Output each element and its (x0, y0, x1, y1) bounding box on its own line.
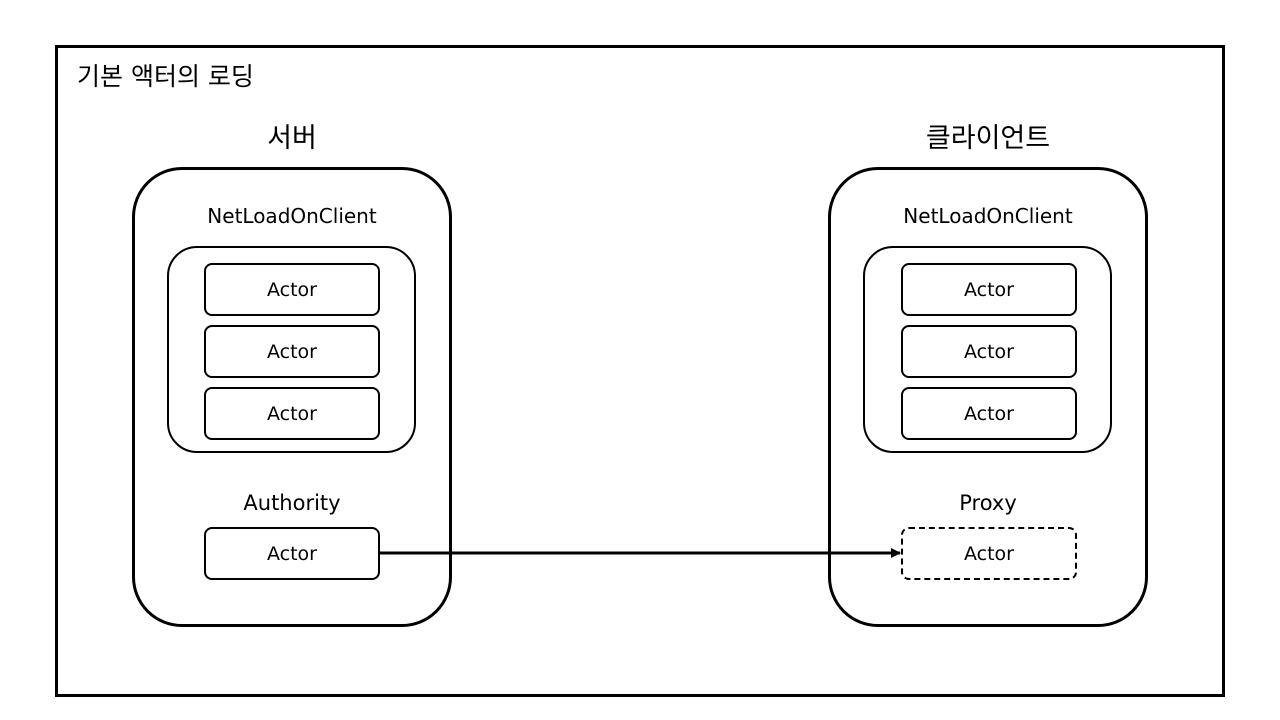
client-actor-3: Actor (901, 387, 1077, 440)
server-role-label: Authority (243, 491, 341, 515)
server-group-box (167, 246, 416, 453)
server-actor-1: Actor (204, 263, 380, 316)
client-panel (828, 167, 1148, 627)
server-actor-2: Actor (204, 325, 380, 378)
client-role-label: Proxy (959, 491, 1017, 515)
client-group-box (863, 246, 1112, 453)
diagram-title: 기본 액터의 로딩 (77, 62, 254, 91)
diagram-frame (55, 45, 1225, 697)
server-authority-actor: Actor (204, 527, 380, 580)
server-actor-3: Actor (204, 387, 380, 440)
client-label: 클라이언트 (925, 123, 1051, 154)
server-label: 서버 (267, 123, 317, 154)
server-group-label: NetLoadOnClient (207, 204, 377, 228)
client-group-label: NetLoadOnClient (903, 204, 1073, 228)
client-proxy-actor: Actor (901, 527, 1077, 580)
server-panel (132, 167, 452, 627)
client-actor-1: Actor (901, 263, 1077, 316)
client-actor-2: Actor (901, 325, 1077, 378)
